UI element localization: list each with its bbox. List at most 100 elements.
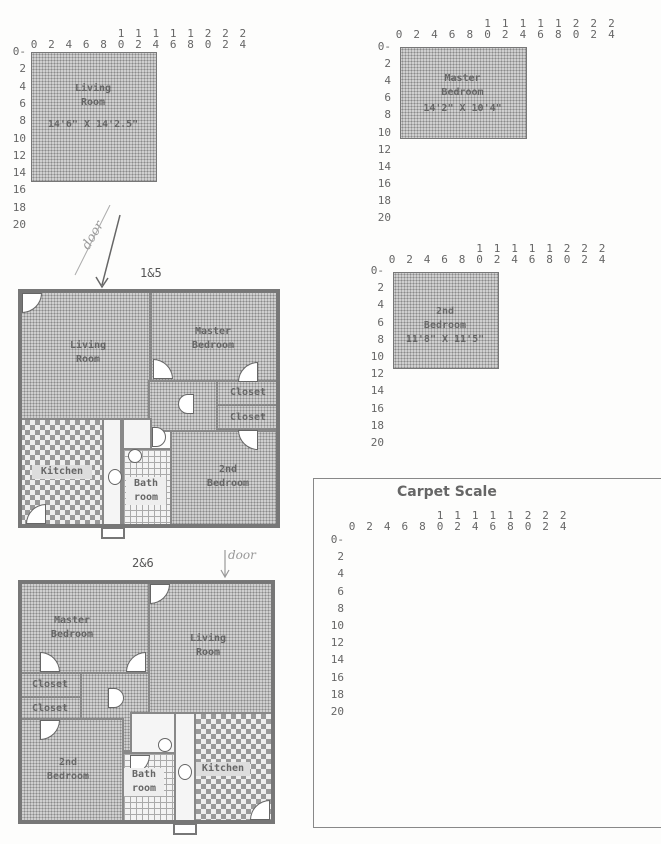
label-line: Bedroom [206, 478, 250, 489]
label-line: Bedroom [50, 629, 94, 640]
room-name-line1: Living [74, 83, 112, 94]
label-line: Living [189, 633, 227, 644]
closet-2 [216, 404, 280, 430]
y-tick-label: 14 [330, 653, 344, 667]
y-tick-label: 6 [19, 96, 26, 110]
y-tick-label: 18 [370, 418, 384, 432]
y-tick-label: 16 [330, 670, 344, 684]
room-name-line2: Bedroom [441, 87, 484, 98]
y-tick-label: 18 [377, 193, 391, 207]
x-tick-label: 4 [423, 253, 431, 266]
x-tick-label: 0 [388, 253, 396, 266]
label-line: Bath [133, 478, 159, 489]
label-line: Bedroom [46, 771, 90, 782]
y-tick-label: 16 [370, 401, 384, 415]
label-line: Room [195, 647, 221, 658]
label-line: room [131, 783, 157, 794]
room-name-line2: Bedroom [423, 320, 467, 331]
y-tick-label: 14 [370, 384, 384, 398]
x-tick-label: 2 [366, 520, 373, 533]
y-tick-label: 12 [370, 367, 384, 381]
label-line: Master [53, 615, 91, 626]
y-tick-label: 4 [377, 298, 384, 312]
x-tick-label: 4 [65, 38, 73, 51]
y-tick-label: 10 [377, 125, 391, 139]
closet-1-label: Closet [31, 679, 69, 690]
2nd-bedroom [170, 430, 280, 528]
plan-title: 1&5 [140, 266, 162, 280]
x-tick-label: 6 [441, 253, 448, 266]
2nd-bedroom [18, 718, 124, 824]
y-tick-label: 10 [370, 350, 384, 363]
x-tick-label: 4 [431, 28, 438, 41]
y-tick-label: 16 [12, 183, 26, 197]
x-tick-label: 6 [82, 38, 90, 51]
x-tick-label: 2 [48, 38, 55, 51]
y-tick-label: 10 [330, 619, 344, 632]
sink-icon [178, 764, 192, 780]
living-room-area [31, 52, 157, 182]
x-tick-label: 2 [406, 253, 413, 266]
living-room [18, 289, 151, 420]
hall-closet-door [178, 394, 194, 414]
room-label: 2nd Bedroom 11'8" X 11'5" [390, 305, 500, 347]
closet-2-label: Closet [31, 703, 69, 714]
y-tick-label: 8 [337, 601, 344, 615]
y-tick-label: 0- [377, 40, 391, 53]
y-tick-label: 12 [330, 636, 344, 650]
x-tick-label: 4 [383, 520, 391, 533]
y-tick-label: 14 [12, 166, 26, 180]
room-label: Living Room 14'6" X 14'2.5" [31, 82, 155, 132]
closet-1-label: Closet [229, 387, 267, 398]
y-tick-label: 6 [377, 315, 384, 329]
y-tick-label: 20 [377, 211, 391, 224]
hall-closet-door [108, 688, 124, 708]
y-tick-label: 0- [370, 264, 384, 277]
sink-icon [108, 469, 122, 485]
back-door-step [173, 823, 197, 835]
room-dimensions: 14'6" X 14'2.5" [47, 119, 139, 130]
y-tick-label: 2 [377, 281, 384, 295]
door-arrow-icon [220, 550, 230, 579]
label-line: Room [75, 354, 101, 365]
y-tick-label: 8 [377, 332, 384, 346]
y-tick-label: 4 [337, 567, 344, 581]
x-tick-label: 6 [448, 28, 456, 41]
x-tick-label: 8 [100, 38, 107, 51]
y-tick-label: 0- [330, 533, 344, 546]
x-tick-label: 8 [466, 28, 474, 41]
room-name-line2: Room [80, 97, 106, 108]
y-tick-label: 20 [370, 436, 384, 449]
toilet-icon [128, 449, 142, 463]
